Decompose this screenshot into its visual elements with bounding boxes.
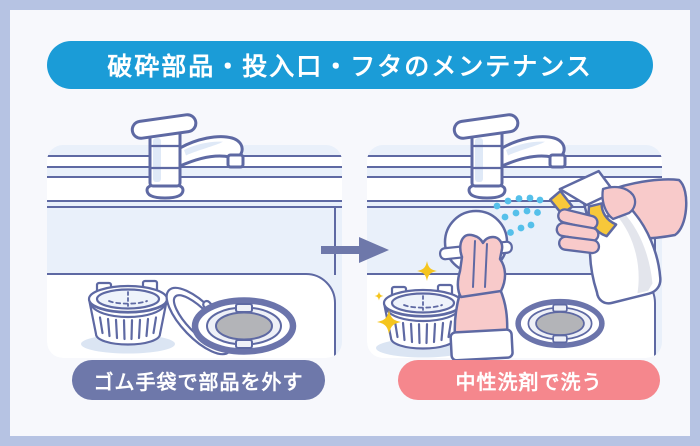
faucet — [452, 113, 567, 200]
basin-side-line — [653, 207, 656, 275]
strainer-basket — [81, 279, 175, 354]
page-title: 破砕部品・投入口・フタのメンテナンス — [107, 53, 593, 81]
basin-edge-line — [367, 206, 662, 208]
drain-opening — [191, 297, 297, 355]
basin-side-line — [333, 207, 336, 275]
wash-scene-overlay — [374, 169, 688, 362]
basin-edge-line — [47, 206, 342, 208]
strainer-basket — [376, 283, 470, 358]
faucet — [130, 113, 245, 200]
sparkle-icon — [374, 261, 437, 334]
arrow-right-icon — [321, 237, 389, 263]
step-wash-caption-text: 中性洗剤で洗う — [455, 371, 603, 394]
spray-bottle — [548, 169, 688, 305]
step-remove-panel — [47, 145, 342, 358]
spray-droplets — [490, 194, 544, 242]
drain-opening — [515, 298, 605, 349]
counter-stripe — [47, 176, 342, 202]
hand-holding-lid — [438, 209, 514, 362]
title-banner: 破砕部品・投入口・フタのメンテナンス — [47, 41, 653, 89]
step-wash-caption: 中性洗剤で洗う — [398, 360, 660, 400]
step-remove-caption-text: ゴム手袋で部品を外す — [93, 371, 304, 394]
step-remove-caption: ゴム手袋で部品を外す — [72, 360, 325, 400]
